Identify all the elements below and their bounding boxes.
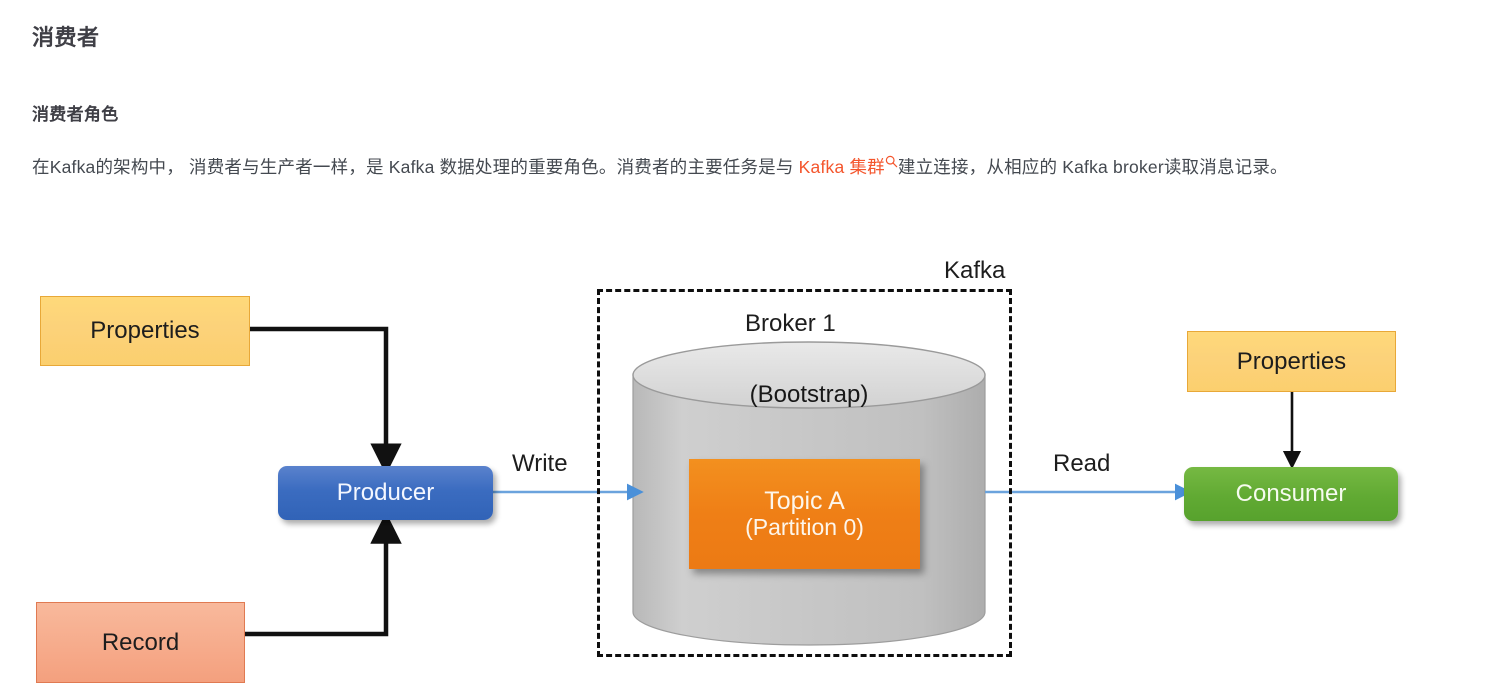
record-node[interactable]: Record	[36, 602, 245, 683]
paragraph-text-before-link: 在Kafka的架构中， 消费者与生产者一样，是 Kafka 数据处理的重要角色。…	[32, 157, 799, 177]
write-flow-label: Write	[512, 450, 568, 477]
consumer-properties-node[interactable]: Properties	[1187, 331, 1396, 392]
bootstrap-label: (Bootstrap)	[749, 381, 869, 408]
topic-partition: (Partition 0)	[745, 514, 864, 541]
section-subtitle: 消费者角色	[32, 105, 119, 124]
search-icon	[885, 155, 898, 168]
topic-node[interactable]: Topic A (Partition 0)	[689, 459, 920, 569]
read-flow-label: Read	[1053, 450, 1111, 477]
arrow-properties-to-producer	[250, 326, 402, 475]
producer-node[interactable]: Producer	[278, 466, 493, 520]
kafka-boundary	[597, 289, 1012, 657]
kafka-boundary-label: Kafka	[944, 257, 1006, 284]
topic-name: Topic A	[764, 487, 845, 516]
arrow-record-to-producer	[245, 512, 402, 637]
kafka-cluster-link-label: Kafka 集群	[798, 157, 885, 177]
body-paragraph: 在Kafka的架构中， 消费者与生产者一样，是 Kafka 数据处理的重要角色。…	[32, 148, 1452, 186]
broker-label: Broker 1	[745, 310, 836, 337]
producer-properties-node[interactable]: Properties	[40, 296, 250, 366]
consumer-node[interactable]: Consumer	[1184, 467, 1398, 521]
paragraph-text-after-link: 建立连接，从相应的 Kafka broker读取消息记录。	[897, 157, 1288, 177]
kafka-cluster-link[interactable]: Kafka 集群	[798, 155, 898, 177]
page-title: 消费者	[32, 25, 100, 50]
